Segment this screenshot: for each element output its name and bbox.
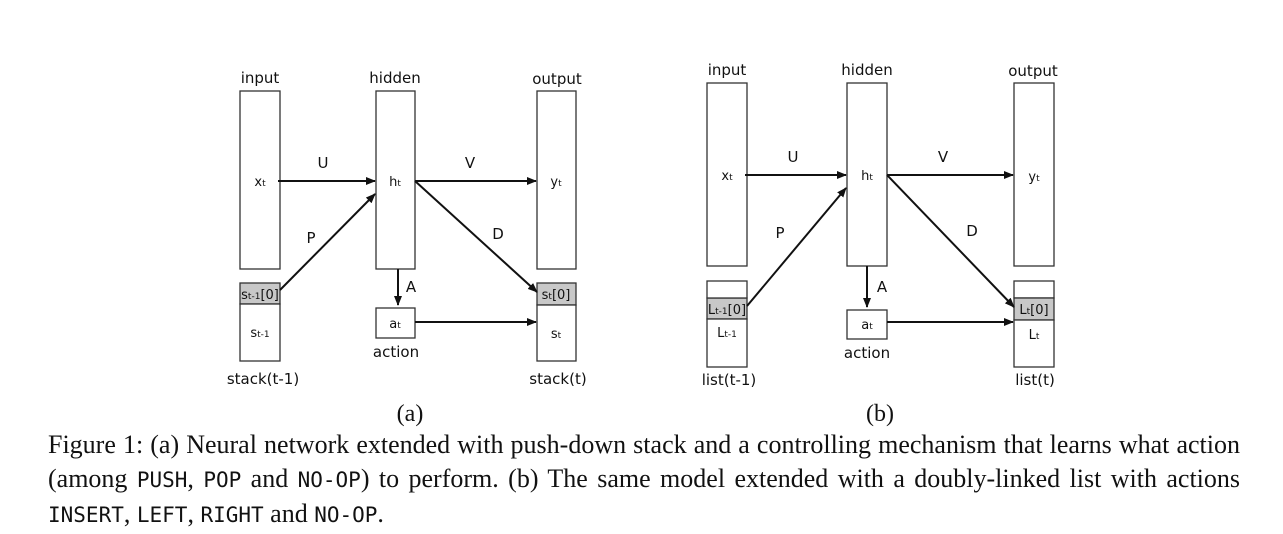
h-var: ht bbox=[389, 175, 401, 190]
output-layer bbox=[536, 90, 577, 270]
cur-stack-label: st bbox=[551, 327, 562, 342]
hidden-label: hidden bbox=[369, 69, 420, 87]
caption-prefix: Figure 1: (a) Neural network extended wi… bbox=[48, 430, 1240, 493]
cur-stack-body bbox=[536, 304, 577, 362]
cur-struct-label: list(t) bbox=[1015, 371, 1055, 389]
panel-a: input hidden output xt ht yt st-1[0] st-… bbox=[227, 69, 587, 427]
input-layer bbox=[239, 90, 281, 270]
code-push: PUSH bbox=[136, 468, 188, 492]
edge-v-label: V bbox=[465, 154, 476, 172]
hidden-layer bbox=[375, 90, 416, 270]
action-label: action bbox=[844, 344, 890, 362]
panel-b: input hidden output xt ht yt Lt-1[0] Lt-… bbox=[702, 61, 1058, 427]
code-noop: NO-OP bbox=[297, 468, 361, 492]
caption-and: and bbox=[263, 499, 315, 528]
x-var: xt bbox=[254, 175, 266, 190]
cur-list-upper bbox=[1013, 280, 1055, 299]
prev-struct-label: stack(t-1) bbox=[227, 370, 299, 388]
action-box bbox=[846, 309, 888, 340]
code-right: RIGHT bbox=[200, 503, 264, 527]
output-label: output bbox=[532, 70, 582, 88]
caption-end: . bbox=[377, 499, 384, 528]
panel-b-label: (b) bbox=[866, 401, 894, 427]
arrow-p bbox=[279, 193, 376, 291]
prev-list-upper bbox=[706, 280, 748, 299]
edge-a-label: A bbox=[877, 278, 888, 296]
figure-diagram: input hidden output xt ht yt st-1[0] st-… bbox=[227, 61, 1058, 427]
edge-a-label: A bbox=[406, 278, 417, 296]
y-var: yt bbox=[550, 175, 562, 190]
arrow-p bbox=[746, 187, 847, 307]
x-var: xt bbox=[721, 169, 733, 184]
caption-and: and bbox=[241, 464, 298, 493]
caption-sep: , bbox=[187, 499, 201, 528]
edge-p-label: P bbox=[306, 229, 315, 247]
hidden-layer bbox=[846, 82, 888, 267]
prev-list-label: Lt-1 bbox=[717, 326, 737, 341]
prev-stack-body bbox=[239, 303, 281, 362]
action-box bbox=[375, 307, 416, 339]
h-var: ht bbox=[861, 169, 873, 184]
code-left: LEFT bbox=[136, 503, 188, 527]
hidden-label: hidden bbox=[841, 61, 892, 79]
a-var: at bbox=[861, 318, 873, 333]
output-label: output bbox=[1008, 62, 1058, 80]
input-label: input bbox=[241, 69, 280, 87]
code-pop: POP bbox=[203, 468, 242, 492]
input-layer bbox=[706, 82, 748, 267]
cur-list-label: Lt bbox=[1029, 328, 1040, 343]
edge-p-label: P bbox=[775, 224, 784, 242]
prev-struct-label: list(t-1) bbox=[702, 371, 757, 389]
cur-stack-top-label: st[0] bbox=[542, 288, 571, 303]
cur-list-body bbox=[1013, 319, 1055, 368]
action-label: action bbox=[373, 343, 419, 361]
edge-d-label: D bbox=[492, 225, 504, 243]
figure-caption: Figure 1: (a) Neural network extended wi… bbox=[48, 428, 1240, 532]
prev-list-body bbox=[706, 318, 748, 368]
caption-sep: , bbox=[123, 499, 137, 528]
y-var: yt bbox=[1028, 170, 1040, 185]
code-insert: INSERT bbox=[48, 503, 124, 527]
code-noop: NO-OP bbox=[314, 503, 378, 527]
edge-v-label: V bbox=[938, 148, 949, 166]
input-label: input bbox=[708, 61, 747, 79]
arrow-d bbox=[886, 174, 1015, 308]
panel-a-label: (a) bbox=[397, 401, 424, 427]
caption-sep: , bbox=[187, 464, 204, 493]
cur-list-top-label: Lt[0] bbox=[1019, 303, 1048, 318]
edge-d-label: D bbox=[966, 222, 978, 240]
output-layer bbox=[1013, 82, 1055, 267]
a-var: at bbox=[389, 317, 401, 332]
edge-u-label: U bbox=[788, 148, 799, 166]
cur-struct-label: stack(t) bbox=[529, 370, 586, 388]
edge-u-label: U bbox=[318, 154, 329, 172]
prev-stack-label: st-1 bbox=[250, 326, 269, 341]
caption-middle: ) to perform. (b) The same model extende… bbox=[360, 464, 1241, 493]
prev-list-top-label: Lt-1[0] bbox=[708, 303, 746, 318]
arrow-d bbox=[414, 180, 538, 293]
prev-stack-top-label: st-1[0] bbox=[241, 288, 279, 303]
